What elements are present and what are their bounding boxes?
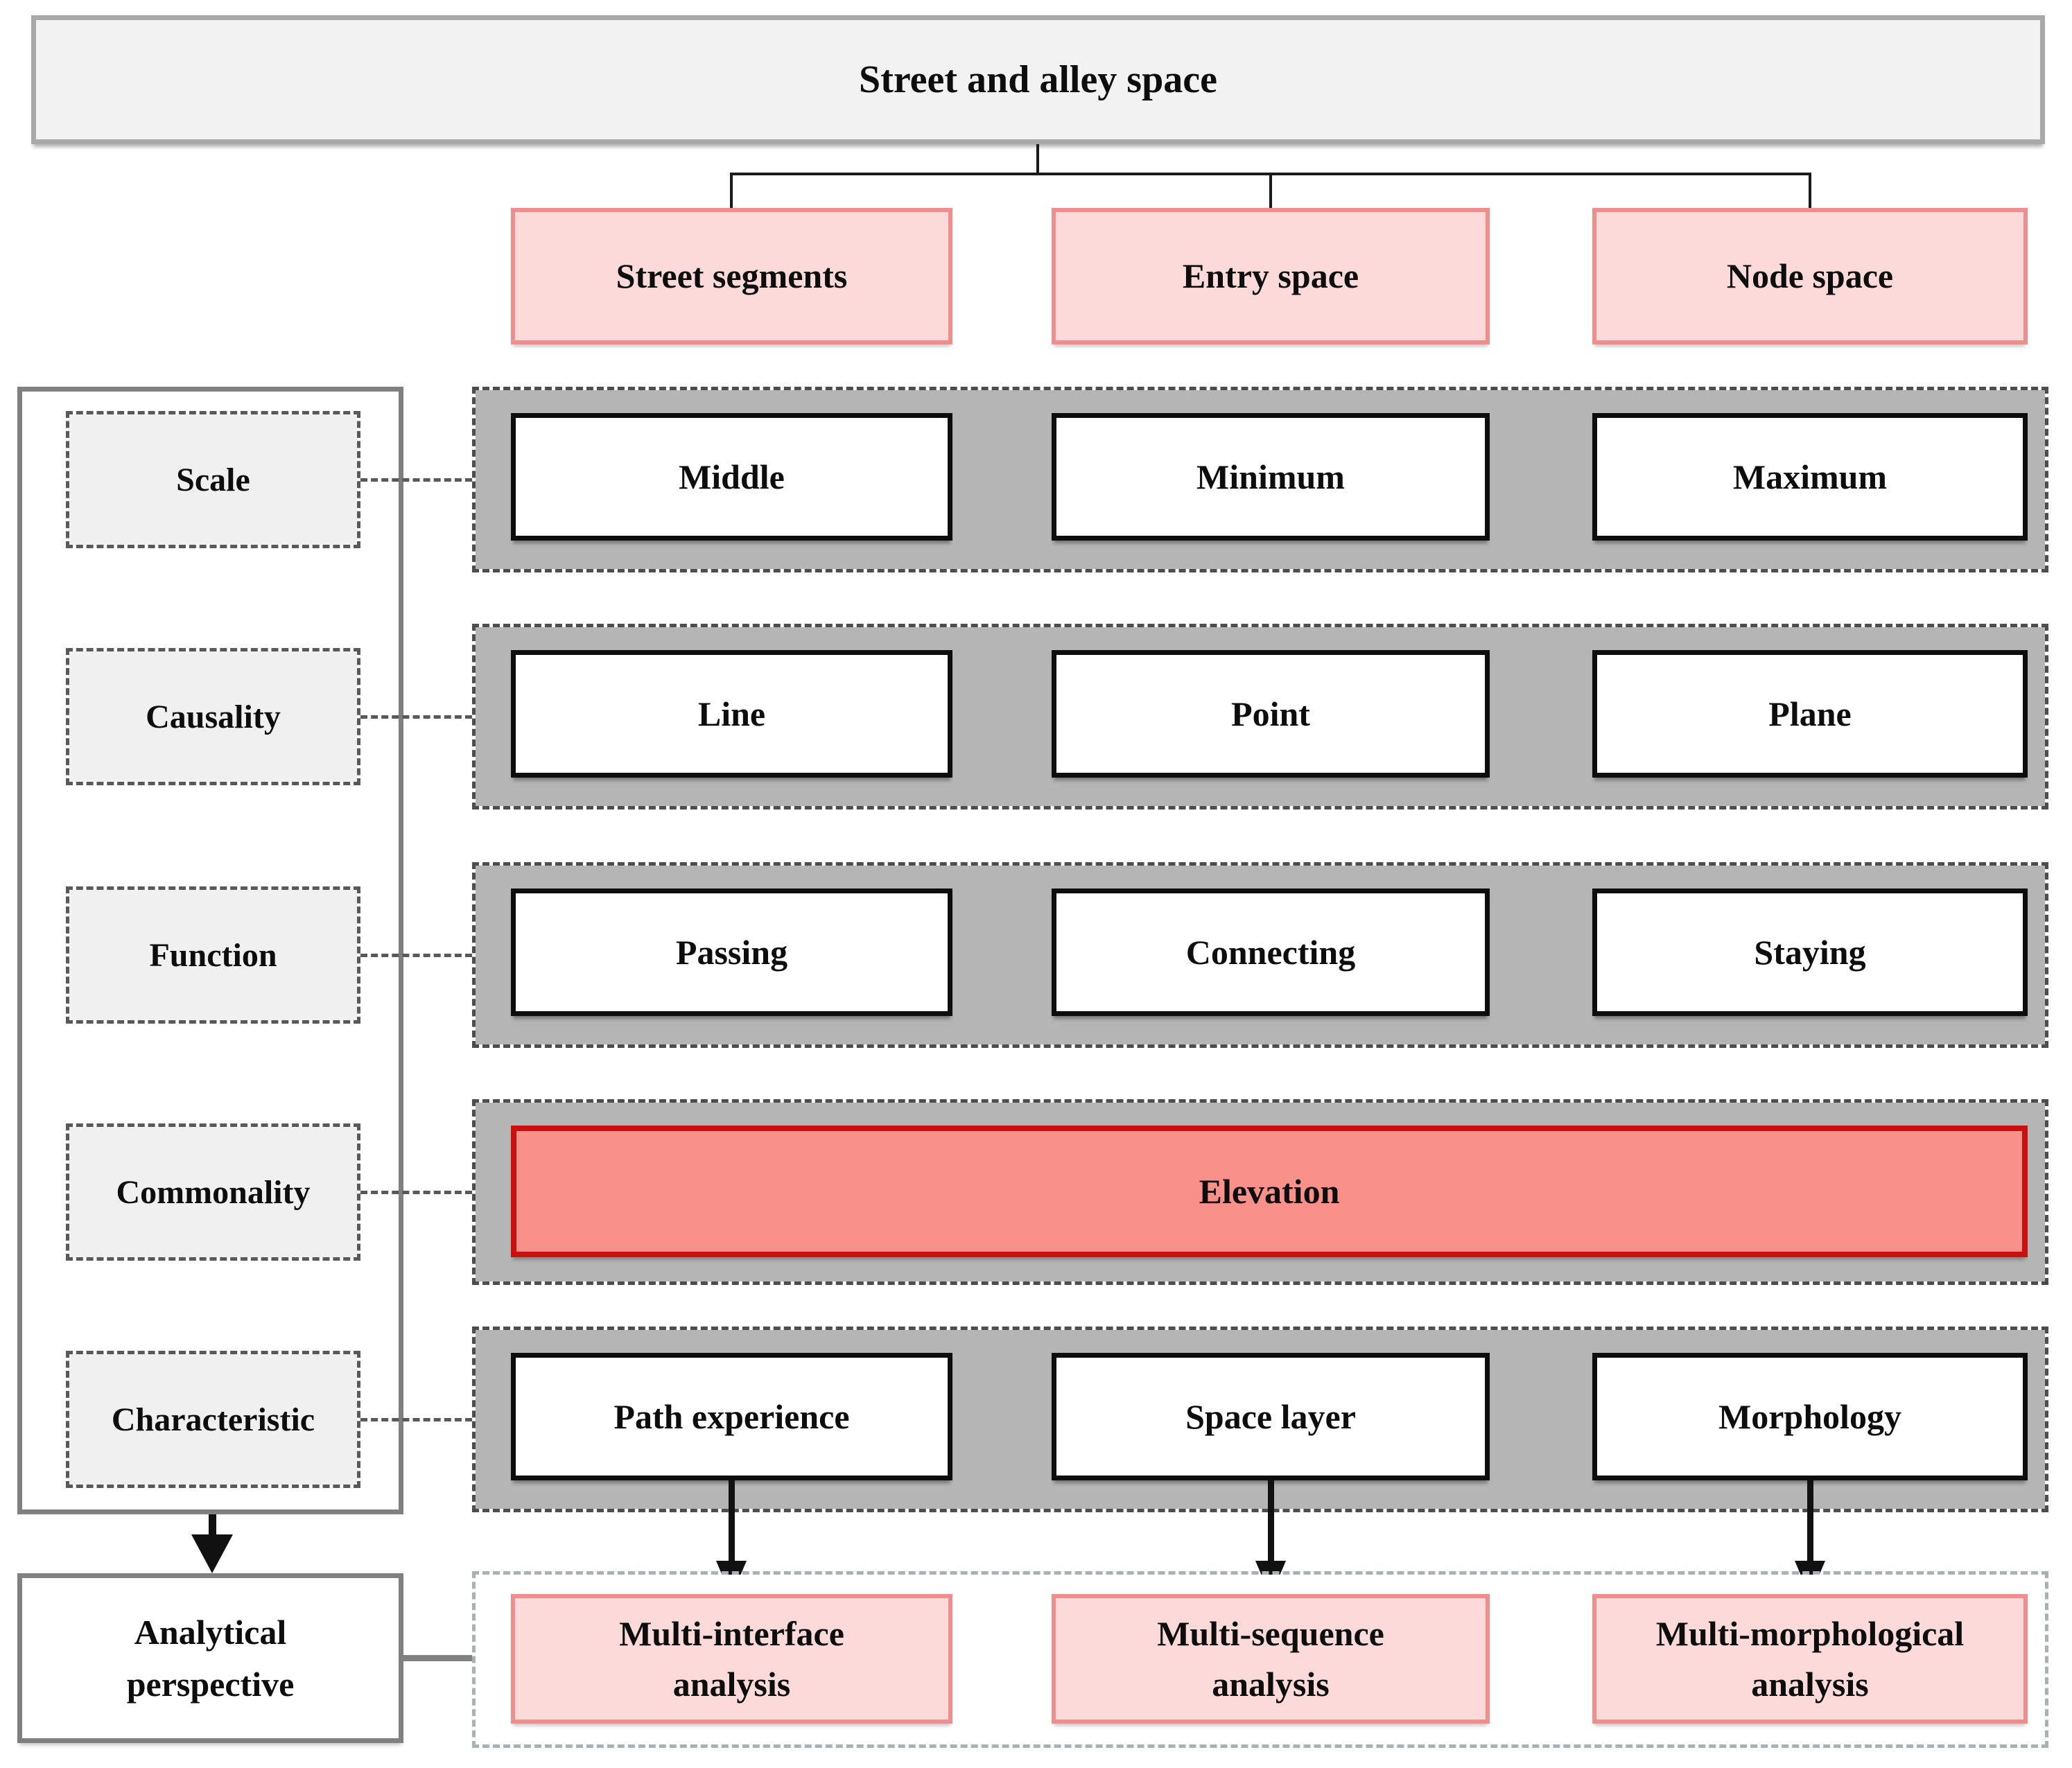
cell-label: Passing — [675, 933, 788, 972]
connector-root-stub — [1036, 144, 1039, 174]
cell-morphology: Morphology — [1592, 1353, 2028, 1480]
dash-link-function — [360, 954, 472, 957]
cell-passing: Passing — [511, 889, 952, 1016]
category-label: Scale — [176, 461, 250, 498]
space-type-node-space: Node space — [1592, 208, 2028, 344]
analytical-perspective-label: Analytical perspective — [126, 1612, 295, 1704]
cell-minimum: Minimum — [1052, 413, 1490, 541]
cell-label: Point — [1231, 694, 1310, 733]
category-label: Characteristic — [111, 1401, 315, 1438]
cell-middle: Middle — [511, 413, 952, 541]
cell-label: Line — [697, 694, 766, 733]
cell-label: Maximum — [1732, 457, 1888, 496]
category-scale: Scale — [66, 411, 360, 548]
category-label: Commonality — [116, 1173, 311, 1211]
analysis-multi-sequence: Multi-sequence analysis — [1052, 1594, 1490, 1724]
category-label: Function — [149, 936, 277, 974]
cell-label: Morphology — [1718, 1397, 1901, 1436]
cell-label: Elevation — [1199, 1172, 1340, 1211]
cell-label: Path experience — [613, 1397, 850, 1436]
cell-plane: Plane — [1592, 650, 2028, 778]
arrow-morphology-shaft — [1807, 1480, 1813, 1568]
category-function: Function — [66, 886, 360, 1024]
cell-label: Middle — [679, 457, 785, 496]
cell-path-experience: Path experience — [511, 1353, 952, 1480]
space-type-label: Node space — [1726, 256, 1894, 296]
dash-link-commonality — [360, 1191, 472, 1194]
analysis-multi-morphological: Multi-morphological analysis — [1592, 1594, 2028, 1724]
analysis-label: Multi-morphological analysis — [1655, 1614, 1965, 1704]
cell-point: Point — [1052, 650, 1490, 778]
category-label: Causality — [146, 698, 281, 735]
space-type-label: Entry space — [1182, 256, 1359, 296]
connector-stub-node-space — [1809, 173, 1811, 210]
analysis-label: Multi-sequence analysis — [1157, 1614, 1384, 1704]
category-characteristic: Characteristic — [66, 1351, 360, 1488]
arrow-path-experience-shaft — [729, 1480, 735, 1568]
dash-link-scale — [360, 478, 472, 482]
dash-link-causality — [360, 715, 472, 719]
connector-analytical-to-frame — [403, 1655, 472, 1661]
cell-connecting: Connecting — [1052, 889, 1490, 1016]
space-type-street-segments: Street segments — [511, 208, 952, 344]
space-type-entry-space: Entry space — [1052, 208, 1490, 344]
dash-link-characteristic — [360, 1418, 472, 1421]
arrow-analytical-head — [191, 1534, 233, 1573]
cell-maximum: Maximum — [1592, 413, 2028, 541]
analysis-multi-interface: Multi-interface analysis — [511, 1594, 952, 1724]
cell-label: Space layer — [1185, 1397, 1356, 1436]
cell-line: Line — [511, 650, 952, 778]
connector-stub-entry-space — [1269, 173, 1272, 210]
root-title-box: Street and alley space — [31, 15, 2045, 144]
space-type-label: Street segments — [616, 256, 848, 296]
arrow-space-layer-shaft — [1268, 1480, 1274, 1568]
cell-label: Staying — [1754, 933, 1866, 972]
cell-label: Connecting — [1185, 933, 1356, 972]
cell-staying: Staying — [1592, 889, 2028, 1016]
cell-label: Plane — [1768, 694, 1852, 733]
analysis-label: Multi-interface analysis — [619, 1614, 844, 1704]
cell-space-layer: Space layer — [1052, 1353, 1490, 1480]
connector-stub-street-segments — [730, 173, 733, 210]
arrow-analytical-shaft — [209, 1514, 216, 1542]
analytical-perspective-box: Analytical perspective — [17, 1573, 403, 1743]
cell-elevation: Elevation — [511, 1126, 2028, 1257]
cell-label: Minimum — [1196, 457, 1345, 496]
root-title-label: Street and alley space — [859, 58, 1217, 101]
category-causality: Causality — [66, 648, 360, 785]
category-commonality: Commonality — [66, 1123, 360, 1261]
